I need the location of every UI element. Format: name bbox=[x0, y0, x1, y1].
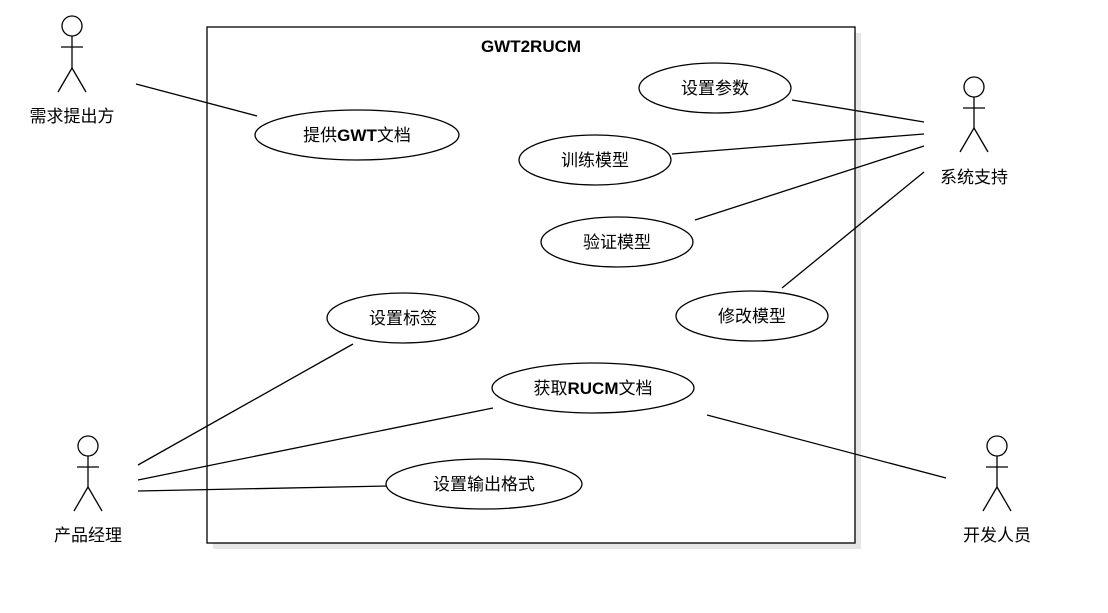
association-line bbox=[135, 83, 258, 117]
actor-leg bbox=[87, 486, 103, 512]
association-line bbox=[671, 133, 925, 155]
use-case-get-rucm-doc[interactable]: 获取RUCM文档 bbox=[491, 362, 695, 414]
association-line bbox=[694, 145, 925, 221]
use-case-shape bbox=[385, 458, 583, 510]
association-line bbox=[706, 414, 947, 479]
actor-requirements-provider[interactable] bbox=[57, 15, 87, 93]
use-case-shape bbox=[254, 109, 460, 161]
actor-label-system-support: 系统支持 bbox=[940, 168, 1008, 188]
actor-system-support[interactable] bbox=[959, 76, 989, 153]
use-case-label: 训练模型 bbox=[561, 151, 629, 171]
actor-product-manager[interactable] bbox=[73, 435, 103, 512]
actor-head bbox=[986, 435, 1008, 457]
association-line bbox=[137, 485, 389, 492]
use-case-shape bbox=[326, 292, 480, 344]
use-case-shape bbox=[540, 216, 694, 268]
use-case-label: 设置标签 bbox=[369, 309, 437, 329]
actor-leg bbox=[996, 486, 1012, 512]
use-case-label: 提供GWT文档 bbox=[303, 126, 411, 146]
use-case-modify-model[interactable]: 修改模型 bbox=[675, 290, 829, 342]
use-case-label: 设置输出格式 bbox=[433, 475, 535, 495]
associations bbox=[135, 83, 947, 492]
use-case-label: 设置参数 bbox=[681, 79, 749, 99]
actor-leg bbox=[973, 127, 989, 153]
use-case-validate-model[interactable]: 验证模型 bbox=[540, 216, 694, 268]
actor-label-requirements-provider: 需求提出方 bbox=[30, 107, 115, 127]
actor-head bbox=[77, 435, 99, 457]
actor-leg bbox=[57, 67, 73, 93]
use-case-train-model[interactable]: 训练模型 bbox=[518, 134, 672, 186]
use-case-set-output-format[interactable]: 设置输出格式 bbox=[385, 458, 583, 510]
association-line bbox=[137, 343, 354, 466]
use-case-set-labels[interactable]: 设置标签 bbox=[326, 292, 480, 344]
use-case-set-parameters[interactable]: 设置参数 bbox=[638, 62, 792, 114]
use-case-shape bbox=[675, 290, 829, 342]
use-case-label: 修改模型 bbox=[718, 307, 786, 327]
actor-developer[interactable] bbox=[982, 435, 1012, 512]
association-line bbox=[791, 99, 925, 123]
actor-label-developer: 开发人员 bbox=[963, 526, 1031, 546]
actor-head bbox=[61, 15, 83, 37]
actor-leg bbox=[73, 486, 89, 512]
actor-leg bbox=[959, 127, 975, 153]
system-title: GWT2RUCM bbox=[481, 37, 581, 56]
association-line bbox=[781, 171, 925, 289]
use-case-shape bbox=[491, 362, 695, 414]
use-case-shape bbox=[638, 62, 792, 114]
actor-head bbox=[963, 76, 985, 98]
actor-leg bbox=[982, 486, 998, 512]
actor-label-product-manager: 产品经理 bbox=[54, 526, 122, 546]
association-line bbox=[137, 407, 494, 481]
use-case-shape bbox=[518, 134, 672, 186]
actor-leg bbox=[71, 67, 87, 93]
use-case-label: 获取RUCM文档 bbox=[534, 379, 653, 399]
use-case-label: 验证模型 bbox=[583, 233, 651, 253]
use-case-provide-gwt-doc[interactable]: 提供GWT文档 bbox=[254, 109, 460, 161]
